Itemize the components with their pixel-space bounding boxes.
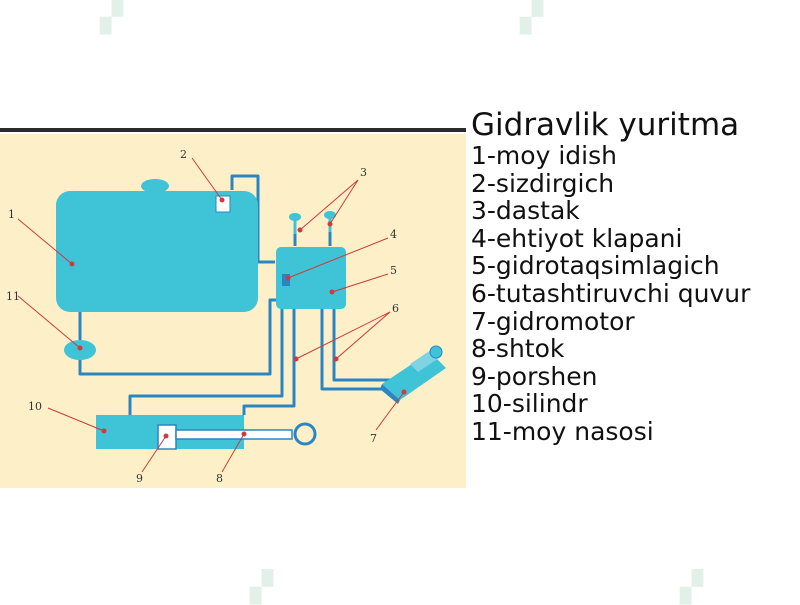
pipe-filter-to-valve [230,174,275,264]
legend-item: 7-gidromotor [471,306,635,336]
legend-list: 1-moy idish 2-sizdirgich 3-dastak 4-ehti… [471,142,796,446]
pointer-3b [329,179,359,225]
piston-rod [175,429,293,440]
callout-2: 2 [180,148,187,161]
pipe-cylinder-left [128,304,284,415]
watermark: ▞ [680,570,704,605]
pointer-1 [17,218,73,265]
oil-tank-cap [141,179,169,193]
pipe-pump-to-valve [78,298,280,376]
callout-4: 4 [390,228,397,241]
legend-item: 11-moy nasosi [471,416,654,446]
legend-item: 10-silindr [471,389,588,419]
legend-item: 5-gidrotaqsimlagich [471,251,720,281]
callout-5: 5 [390,264,397,277]
legend-item: 4-ehtiyot klapani [471,223,683,253]
pointer-3a [299,179,359,231]
callout-3: 3 [360,166,367,179]
pointer-8 [221,433,245,473]
title-rule [0,128,466,132]
pointer-6a [295,311,391,360]
oil-tank [56,191,258,312]
pointer-10 [47,407,105,432]
legend-item: 2-sizdirgich [471,168,615,198]
pipe-motor-b [332,309,390,382]
watermark: ▞ [250,570,274,605]
callout-pointers [17,157,407,473]
pointer-2 [191,157,223,201]
motor-hub [429,345,443,359]
legend-item: 9-porshen [471,361,598,391]
pointer-5 [331,273,389,293]
legend-item: 6-tutashtiruvchi quvur [471,278,751,308]
motor-body-front [380,384,400,404]
legend-panel: Gidravlik yuritma 1-moy idish 2-sizdirgi… [471,108,796,446]
callout-9: 9 [136,472,143,485]
hydraulic-diagram: 1 2 3 4 5 6 7 8 9 10 11 [0,134,466,488]
relief-valve [282,274,290,286]
legend-item: 8-shtok [471,334,565,364]
watermark: ▞ [100,0,124,35]
callout-numbers: 1 2 3 4 5 6 7 8 9 10 11 [6,148,399,485]
legend-item: 1-moy idish [471,141,617,170]
pointer-6b [335,311,391,360]
callout-10: 10 [28,400,42,413]
lever-knob-right [324,211,336,219]
callout-6: 6 [392,302,399,315]
hydraulic-motor [380,345,446,404]
pointer-9 [141,435,167,473]
pointer-11 [17,295,81,349]
rod-eye [293,422,317,446]
callout-8: 8 [216,472,223,485]
page-title: Gidravlik yuritma [471,107,740,143]
pointer-4 [287,237,389,279]
watermark: ▞ [520,0,544,35]
legend-item: 3-dastak [471,196,580,226]
callout-11: 11 [6,290,20,303]
pipe-motor-a [320,309,385,391]
callout-1: 1 [8,208,15,221]
callout-7: 7 [370,432,377,445]
distributor [276,247,346,309]
pointer-7 [375,391,405,431]
lever-knob-left [289,213,301,221]
